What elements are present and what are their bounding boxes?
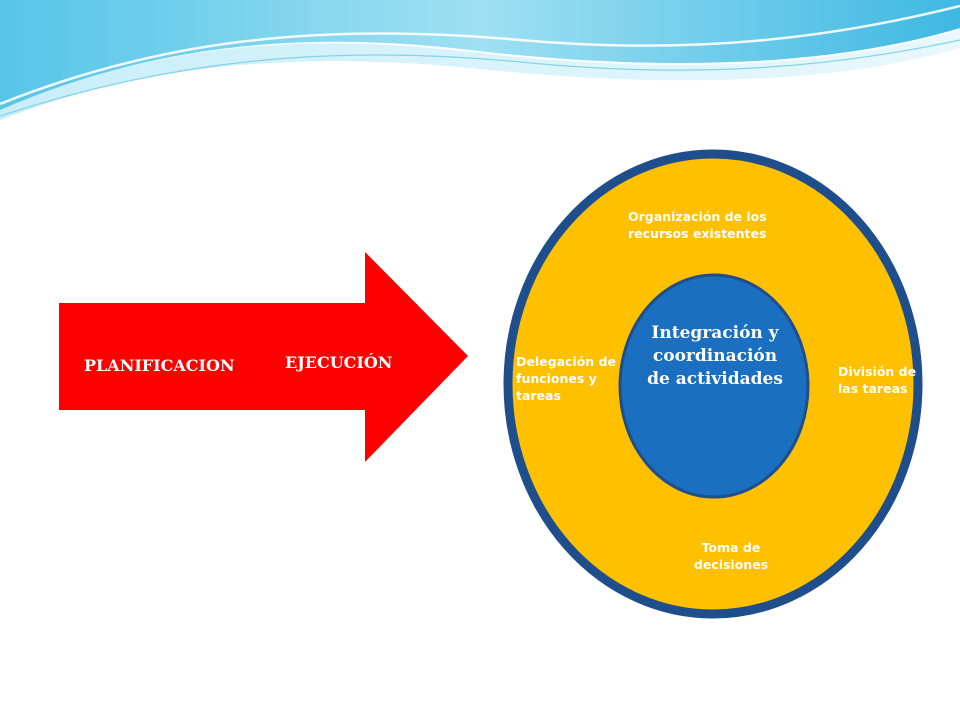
ejecucion-label: EJECUCIÓN	[285, 353, 393, 372]
planificacion-label: PLANIFICACION	[84, 356, 235, 375]
division-label: División de las tareas	[838, 364, 917, 396]
organizacion-label: Organización de los recursos existentes	[628, 209, 767, 241]
header-wave-decoration	[0, 0, 960, 120]
integracion-label: Integración y coordinación de actividade…	[647, 323, 783, 390]
delegacion-label: Delegación de funciones y tareas	[516, 354, 616, 403]
inner-circle	[618, 273, 810, 499]
process-arrow	[59, 252, 468, 462]
toma-decisiones-label: Toma de decisiones	[693, 540, 769, 572]
